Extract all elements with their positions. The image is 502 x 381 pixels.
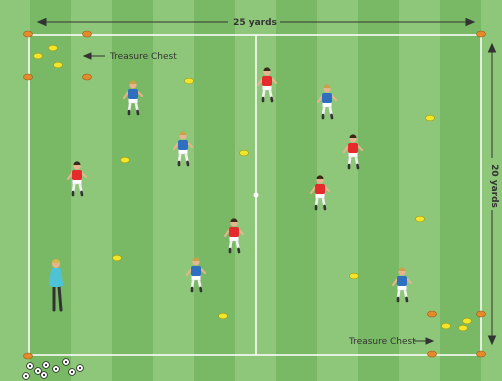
height-label: 20 yards <box>489 164 499 208</box>
soccer-ball <box>63 359 70 366</box>
marker <box>240 150 249 156</box>
cone <box>83 31 92 37</box>
soccer-ball <box>41 372 48 379</box>
marker <box>442 323 451 329</box>
marker <box>350 273 359 279</box>
soccer-ball <box>53 366 60 373</box>
soccer-ball <box>27 363 34 370</box>
cone <box>428 351 437 357</box>
soccer-ball <box>23 373 30 380</box>
soccer-ball <box>77 365 84 372</box>
cone <box>428 311 437 317</box>
marker <box>459 325 468 331</box>
marker <box>426 115 435 121</box>
marker <box>416 216 425 222</box>
marker <box>34 53 43 59</box>
marker <box>185 78 194 84</box>
marker <box>49 45 58 51</box>
soccer-ball <box>43 362 50 369</box>
soccer-ball <box>69 369 76 376</box>
cone <box>477 311 486 317</box>
marker <box>219 313 228 319</box>
cone <box>24 74 33 80</box>
treasure-chest-bottom-label: Treasure Chest <box>348 337 416 347</box>
marker <box>463 318 472 324</box>
cone <box>83 74 92 80</box>
cone <box>477 31 486 37</box>
center-spot <box>254 193 259 198</box>
marker <box>113 255 122 261</box>
marker <box>54 62 63 68</box>
soccer-ball <box>35 368 42 375</box>
marker <box>121 157 130 163</box>
cone <box>24 31 33 37</box>
treasure-chest-top-label: Treasure Chest <box>109 52 177 62</box>
width-label: 25 yards <box>233 18 277 28</box>
cone <box>477 351 486 357</box>
cone <box>24 353 33 359</box>
